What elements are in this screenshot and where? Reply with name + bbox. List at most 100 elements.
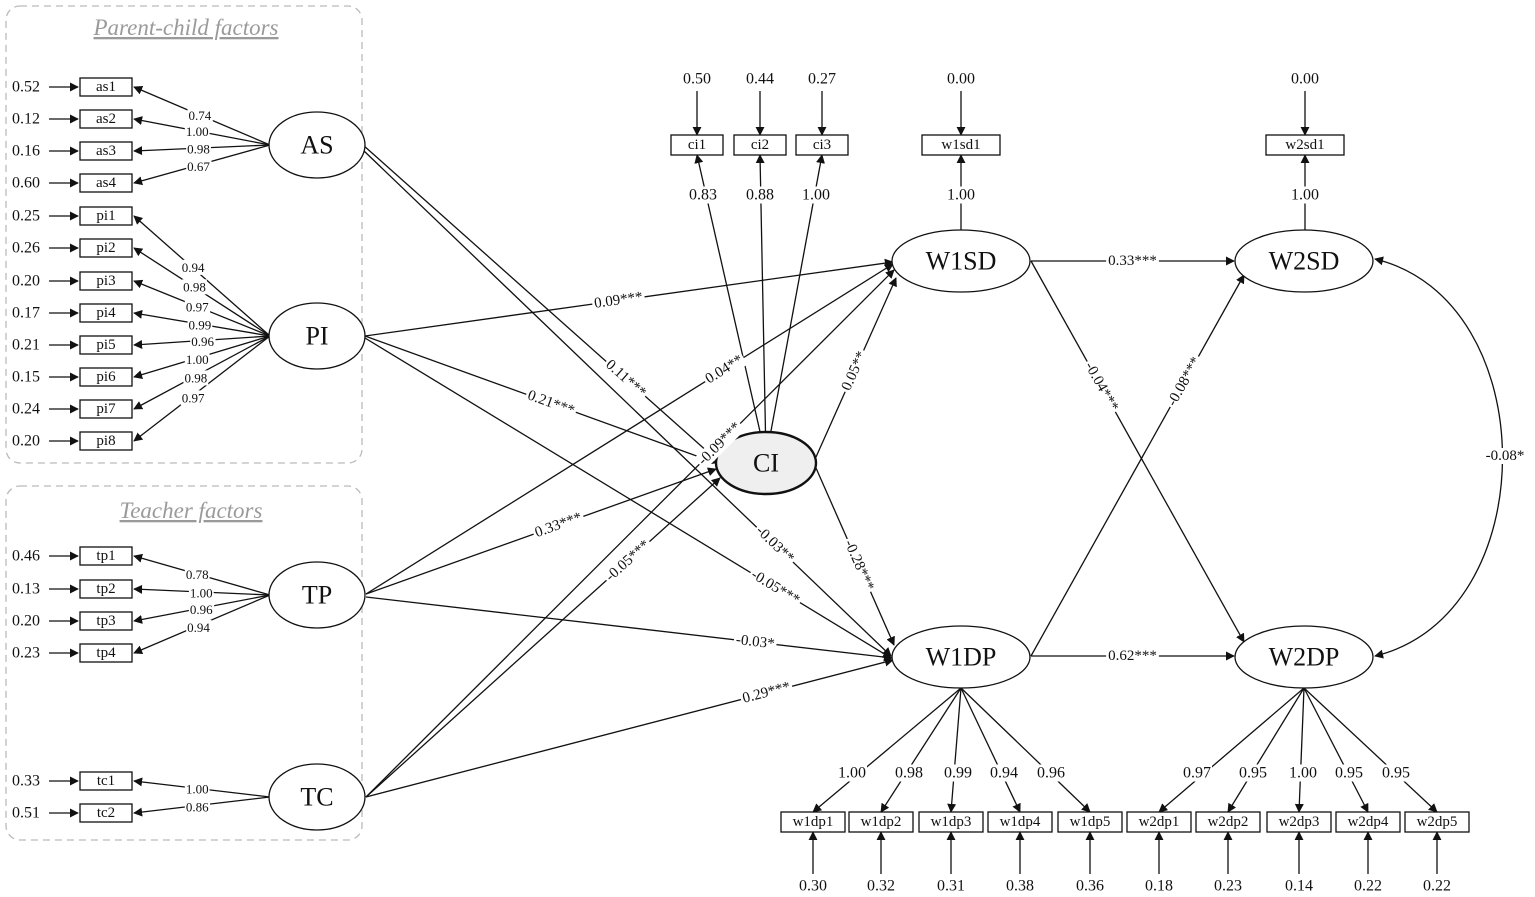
indicator-ci1-label: ci1 [688, 137, 706, 153]
loading-value-ci2: 0.88 [746, 187, 774, 204]
indicator-tc1-label: tc1 [97, 773, 115, 789]
indicator-w2dp2 [1195, 811, 1261, 833]
loading-bg-w2dp2 [1238, 764, 1268, 782]
path-tp-to-w1dp [365, 596, 893, 662]
indicator-w1dp1 [780, 811, 846, 833]
error-value-tp4: 0.23 [12, 645, 40, 662]
loading-value-w1dp5: 0.96 [1037, 765, 1065, 782]
indicator-w2dp2-label: w2dp2 [1208, 814, 1249, 830]
loading-value-pi5: 0.96 [191, 334, 214, 349]
error-value-tp2: 0.13 [12, 581, 40, 598]
path-w1dp-to-w2dp-label-bg [1106, 648, 1159, 664]
path-pi-to-w1dp [364, 337, 892, 659]
indicator-as3 [79, 141, 133, 161]
latent-w1sd-label: W1SD [926, 247, 997, 276]
path-tp-to-ci-label: 0.33*** [533, 510, 584, 541]
loading-bg-pi3 [184, 299, 211, 315]
loading-value-w1dp2: 0.98 [895, 765, 923, 782]
indicator-pi8-label: pi8 [96, 433, 115, 449]
error-value-tp1: 0.46 [12, 548, 40, 565]
indicator-w2dp1-label: w2dp1 [1139, 814, 1180, 830]
path-pi-to-w1dp-label-bg [746, 565, 805, 610]
indicator-w1dp3 [918, 811, 984, 833]
loading-bg-tp4 [186, 619, 212, 635]
latent-ci [714, 430, 818, 496]
indicator-ci3-label: ci3 [813, 137, 831, 153]
error-value-w1dp4: 0.38 [1006, 878, 1034, 895]
indicator-ci2-label: ci2 [751, 137, 769, 153]
error-value-as2: 0.12 [12, 111, 40, 128]
loading-arrow-w2dp3 [1294, 687, 1305, 813]
path-w1dp-to-w2sd-label: -0.08*** [1164, 354, 1204, 409]
indicator-tc1 [79, 771, 133, 791]
loading-value-w1sd1: 1.00 [947, 187, 975, 204]
indicator-w2dp3-label: w2dp3 [1279, 814, 1320, 830]
indicator-w2dp1 [1126, 811, 1192, 833]
path-w1sd-to-w2dp [1030, 260, 1245, 643]
indicator-w1dp3-label: w1dp3 [931, 814, 972, 830]
path-as-to-w1dp [362, 149, 892, 657]
error-value-w1dp3: 0.31 [937, 878, 965, 895]
parent-child-group-title: Parent-child factors [92, 15, 278, 40]
loading-bg-as1 [187, 107, 213, 123]
loading-value-pi1: 0.94 [182, 260, 205, 275]
indicator-as1-label: as1 [96, 79, 116, 95]
path-w1sd-to-w2sd-label-bg [1106, 253, 1159, 269]
loading-arrow-w2dp1 [1158, 687, 1305, 813]
error-value-ci1: 0.50 [683, 71, 711, 88]
indicator-as2-label: as2 [96, 111, 116, 127]
latent-as-label: AS [300, 131, 333, 160]
indicator-pi4 [79, 303, 133, 323]
loading-value-tp1: 0.78 [186, 567, 209, 582]
loading-value-ci3: 1.00 [802, 187, 830, 204]
indicator-pi7-label: pi7 [96, 401, 116, 417]
indicator-w1dp5 [1057, 811, 1123, 833]
latent-tp [268, 561, 366, 629]
loading-bg-pi4 [187, 317, 213, 333]
indicator-w1sd1 [921, 134, 1001, 156]
latent-tp-label: TP [302, 581, 332, 610]
indicator-as4 [79, 173, 133, 193]
path-pi-to-w1sd-label-bg [591, 288, 646, 313]
indicator-pi6 [79, 367, 133, 387]
latent-w1dp-label: W1DP [926, 643, 997, 672]
loading-bg-w1dp4 [989, 764, 1019, 782]
indicator-ci1 [670, 134, 724, 156]
loading-bg-w2dp3 [1288, 764, 1318, 782]
path-tp-to-w1sd [365, 263, 894, 595]
path-tp-to-w1sd-label: 0.04** [703, 352, 746, 387]
loading-value-tp3: 0.96 [190, 602, 213, 617]
path-as-to-ci-label-bg [600, 355, 651, 403]
path-w1sd-to-w2dp-label: -0.04*** [1081, 359, 1121, 414]
loading-value-w2dp3: 1.00 [1289, 765, 1317, 782]
loading-bg-w2sd1 [1289, 186, 1321, 204]
loading-arrow-ci2 [755, 154, 767, 459]
indicator-w1dp1-label: w1dp1 [793, 814, 834, 830]
covariance-w2sd-w2dp-label: -0.08* [1486, 448, 1525, 464]
indicator-as4-label: as4 [96, 175, 116, 191]
indicator-tp3-label: tp3 [96, 613, 115, 629]
error-value-w2dp2: 0.23 [1214, 878, 1242, 895]
loading-bg-w1dp3 [943, 764, 973, 782]
loading-bg-as3 [186, 141, 211, 157]
loading-bg-w1sd1 [945, 186, 977, 204]
path-tc-to-ci-label-bg [601, 535, 655, 587]
indicator-w2dp3 [1266, 811, 1332, 833]
loading-bg-pi2 [182, 279, 207, 295]
loading-value-tp2: 1.00 [190, 585, 213, 600]
path-pi-to-ci-label: 0.21*** [525, 387, 576, 419]
error-value-pi4: 0.17 [12, 305, 40, 322]
path-tc-to-ci-label: -0.05*** [603, 537, 654, 585]
path-tc-to-ci [365, 477, 721, 798]
indicator-as2 [79, 109, 133, 129]
latent-ci-label: CI [753, 449, 779, 478]
loading-bg-pi7 [183, 370, 209, 386]
loading-bg-tp1 [184, 567, 210, 583]
indicator-w1dp2 [848, 811, 914, 833]
latent-tc-label: TC [300, 783, 333, 812]
loading-arrow-w1dp3 [947, 687, 962, 813]
loading-value-tc2: 0.86 [186, 799, 209, 814]
indicator-pi7 [79, 399, 133, 419]
